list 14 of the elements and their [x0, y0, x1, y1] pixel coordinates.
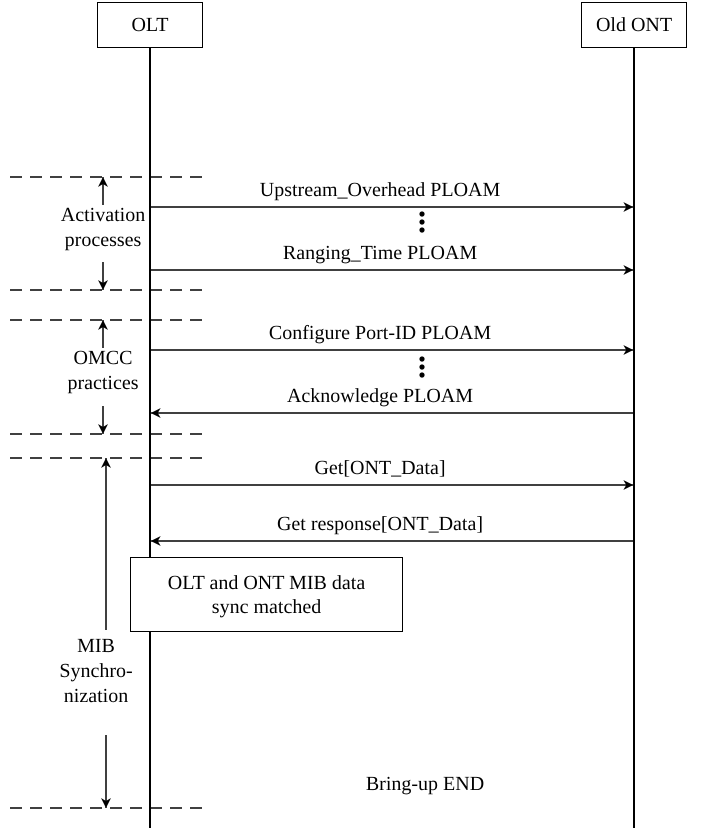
participant-name: Old ONT — [596, 13, 672, 37]
message-arrow — [150, 345, 634, 355]
end-label: Bring-up END — [364, 772, 486, 797]
message-arrow — [150, 265, 634, 275]
participant-name: OLT — [131, 13, 169, 37]
phase-label: Activation processes — [60, 203, 146, 253]
message-arrow — [150, 536, 634, 546]
message-arrow — [150, 202, 634, 212]
note-text: OLT and ONT MIB data sync matched — [166, 570, 366, 618]
message-arrow — [150, 408, 634, 418]
phase-label: OMCC practices — [66, 346, 140, 396]
note-box — [130, 557, 403, 632]
message-arrow — [150, 480, 634, 490]
phase-label: MIB Synchro- nization — [58, 634, 134, 709]
